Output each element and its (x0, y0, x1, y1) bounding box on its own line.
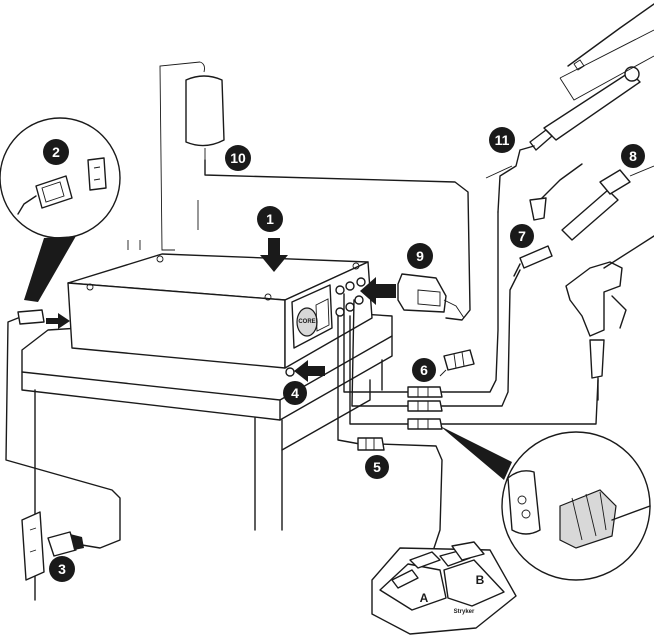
connector-6 (440, 350, 474, 376)
callout-1: 1 (257, 206, 283, 232)
callout-4: 4 (283, 381, 307, 405)
callout-7: 7 (510, 224, 534, 248)
svg-text:4: 4 (291, 385, 299, 401)
power-switch[interactable] (286, 368, 294, 376)
arrow-cord (46, 313, 70, 329)
pedal-b-label: B (476, 573, 485, 587)
callout-8: 8 (621, 144, 645, 168)
footswitch: A B Stryker (372, 542, 516, 634)
callout-9: 9 (407, 243, 433, 269)
callout-6: 6 (412, 358, 436, 382)
callout-10: 10 (225, 145, 251, 171)
svg-text:10: 10 (230, 150, 246, 166)
svg-text:5: 5 (373, 459, 381, 475)
pedal-brand: Stryker (454, 609, 475, 615)
svg-text:6: 6 (420, 362, 428, 378)
callout-5: 5 (365, 455, 389, 479)
svg-text:7: 7 (518, 228, 526, 244)
svg-text:1: 1 (266, 211, 274, 227)
callout-2: 2 (43, 139, 69, 165)
svg-text:3: 3 (58, 561, 66, 577)
irrigation-clip (398, 274, 464, 318)
console-logo: CORE (298, 319, 315, 325)
pedal-a-label: A (420, 591, 429, 605)
svg-text:11: 11 (495, 132, 510, 148)
callout-11: 11 (489, 127, 515, 153)
svg-text:8: 8 (629, 148, 637, 164)
svg-text:9: 9 (416, 248, 424, 264)
callout-3: 3 (49, 556, 75, 582)
connector-5 (358, 438, 384, 450)
svg-text:2: 2 (52, 144, 60, 160)
